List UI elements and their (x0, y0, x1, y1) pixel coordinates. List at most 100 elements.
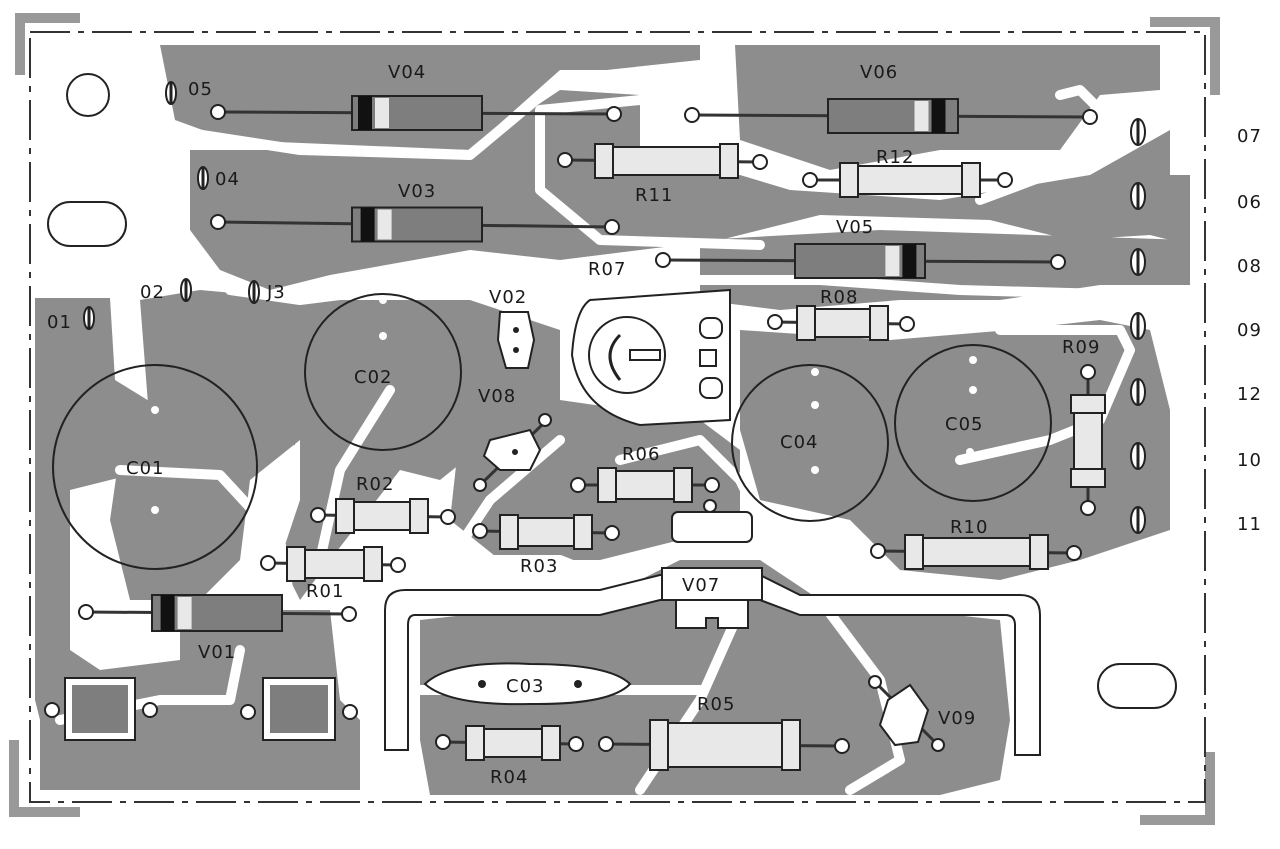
resistor-r01 (260, 546, 406, 582)
label-c03: C03 (506, 676, 544, 697)
label-pin-05: 05 (188, 79, 213, 100)
capacitor-c01 (52, 364, 258, 570)
mounting-hole-top-left (66, 73, 110, 117)
resistor-r03-pad-a (472, 523, 488, 539)
component-bottom-left-1-pad-1 (44, 702, 60, 718)
resistor-r01-cap-right (363, 546, 383, 582)
potentiometer-r07 (570, 288, 731, 427)
resistor-r06-pad-b (704, 477, 720, 493)
mounting-slot-right (1097, 663, 1177, 709)
connector-label-07: 07 (1237, 126, 1262, 147)
connector-label-10: 10 (1237, 450, 1262, 471)
resistor-r04-cap-right (541, 725, 561, 761)
diode-v04-pad-b (606, 106, 622, 122)
resistor-r12-body (839, 165, 981, 195)
v09-body (878, 683, 930, 747)
resistor-r01-cap-left (286, 546, 306, 582)
diode-v03-cathode-band (360, 207, 375, 242)
c03-pad-2 (574, 680, 582, 688)
transistor-v02 (496, 311, 536, 369)
resistor-r03-pad-b (604, 525, 620, 541)
resistor-r04 (435, 725, 584, 761)
resistor-r10-pad-a (870, 543, 886, 559)
c02-pad-3 (379, 396, 387, 404)
resistor-r11-cap-right (719, 143, 739, 179)
component-bottom-left-2-pad-2 (342, 704, 358, 720)
diode-v04-highlight (375, 98, 389, 128)
connector-labels: 07 06 08 09 12 10 11 (1237, 126, 1262, 535)
resistor-r01-pad-b (390, 557, 406, 573)
trace-gap-5 (115, 465, 295, 605)
label-pin-03: J3 (266, 282, 286, 303)
label-v03: V03 (398, 181, 436, 202)
r07-wiper-slot (629, 349, 661, 361)
resistor-r02-pad-a (310, 507, 326, 523)
diode-v04-cathode-band (358, 96, 372, 130)
v07-base (675, 599, 749, 629)
diode-v04-body (351, 95, 483, 131)
connector-pins (1130, 118, 1146, 534)
v02-body (496, 311, 536, 369)
c04-pad-3 (811, 466, 819, 474)
label-pin-02: 02 (140, 282, 165, 303)
c04-outline (731, 364, 889, 522)
transistor-v08 (473, 413, 552, 492)
c03-outline (423, 662, 632, 706)
c02-pad-2 (379, 332, 387, 340)
connector-pin-06 (1130, 182, 1146, 210)
label-pin-04: 04 (215, 169, 240, 190)
diode-v05 (655, 243, 1066, 279)
v09-pad-1 (868, 675, 882, 689)
capacitor-c02 (304, 293, 462, 451)
label-v05: V05 (836, 217, 874, 238)
diode-v04-pad-a (210, 104, 226, 120)
diode-v03-pad-a (210, 214, 226, 230)
resistor-r04-pad-a (435, 734, 451, 750)
resistor-r08-pad-a (767, 314, 783, 330)
resistor-r12-pad-a (802, 172, 818, 188)
label-r06: R06 (622, 444, 660, 465)
resistor-r09-cap-top (1070, 394, 1106, 414)
resistor-r02-cap-right (409, 498, 429, 534)
resistor-r03-cap-left (499, 514, 519, 550)
c04-pad-2 (811, 401, 819, 409)
resistor-r12 (802, 162, 1013, 198)
copper-region-center-left (110, 290, 310, 600)
transistor-v07 (661, 499, 763, 629)
resistor-r06 (570, 467, 720, 503)
component-bottom-left-1-pad-2 (142, 702, 158, 718)
resistor-r02 (310, 498, 456, 534)
label-v07: V07 (682, 575, 720, 596)
label-v02: V02 (489, 287, 527, 308)
v08-pad-2 (473, 478, 487, 492)
connector-pin-08 (1130, 248, 1146, 276)
pin-02 (180, 278, 192, 302)
left-pins (83, 81, 260, 330)
label-v09: V09 (938, 708, 976, 729)
label-r10: R10 (950, 517, 988, 538)
label-r01: R01 (306, 581, 344, 602)
diode-v05-cathode-band (902, 244, 917, 278)
component-bottom-left-2 (240, 677, 358, 741)
resistor-r10-body (904, 537, 1049, 567)
c03-pad-1 (478, 680, 486, 688)
diode-v06 (684, 98, 1098, 134)
resistor-r02-pad-b (440, 509, 456, 525)
resistor-r10-cap-right (1029, 534, 1049, 570)
resistor-r06-cap-left (597, 467, 617, 503)
resistor-r05 (598, 719, 850, 771)
label-r03: R03 (520, 556, 558, 577)
label-v08: V08 (478, 386, 516, 407)
c05-pad-1 (969, 356, 977, 364)
c02-pad-1 (379, 296, 387, 304)
label-c02: C02 (354, 367, 392, 388)
component-bottom-left-2-pad-1 (240, 704, 256, 720)
diode-v01-cathode-band (160, 595, 175, 631)
v09-pad-2 (931, 738, 945, 752)
label-r11: R11 (635, 185, 673, 206)
diode-v03 (210, 206, 620, 243)
axial-components (78, 95, 1106, 771)
resistor-r09-pad-b (1080, 500, 1096, 516)
resistor-r08-cap-left (796, 305, 816, 341)
